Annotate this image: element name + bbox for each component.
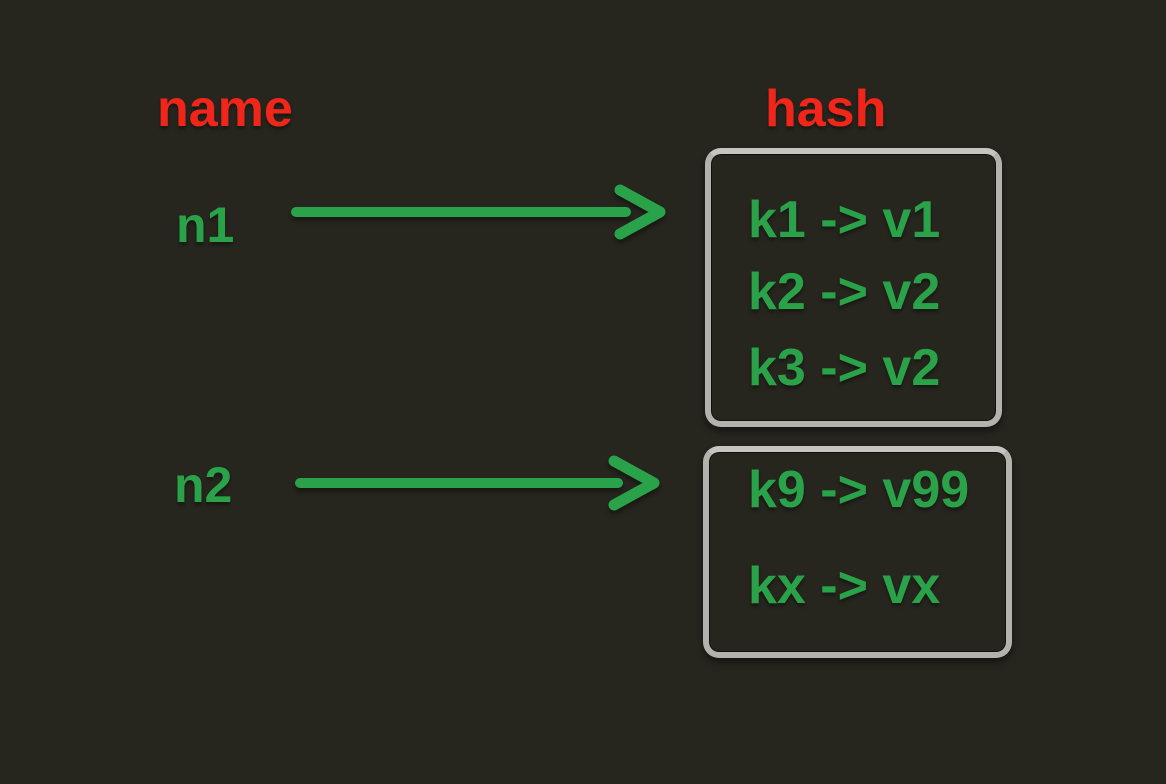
hash-entry: k3 -> v2 (748, 339, 941, 397)
hash-entry: k2 -> v2 (748, 263, 941, 321)
hash-box-1: k1 -> v1 k2 -> v2 k3 -> v2 (705, 148, 1002, 427)
hash-box-2: k9 -> v99 kx -> vx (703, 446, 1012, 658)
arrow-n1-to-hash-box-icon (291, 184, 666, 240)
arrow-n2-to-hash-box-icon (295, 455, 660, 511)
hash-entry: k1 -> v1 (748, 191, 941, 249)
hash-column-header: hash (765, 80, 887, 138)
hash-entry: k9 -> v99 (748, 461, 970, 519)
name-column-header: name (157, 80, 293, 138)
name-label-n2: n2 (174, 457, 233, 513)
name-label-n1: n1 (176, 197, 235, 253)
hash-entry: kx -> vx (748, 557, 941, 615)
